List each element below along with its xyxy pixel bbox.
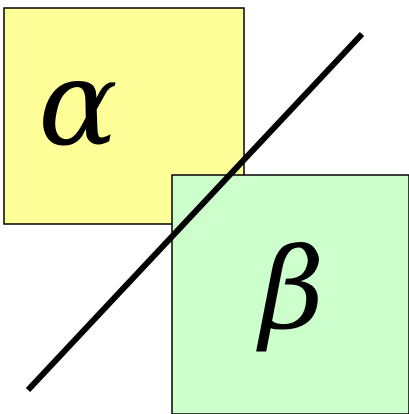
alpha-label: α bbox=[38, 34, 118, 172]
beta-box bbox=[171, 174, 409, 414]
beta-label: β bbox=[256, 225, 325, 355]
divider-line bbox=[25, 31, 365, 393]
